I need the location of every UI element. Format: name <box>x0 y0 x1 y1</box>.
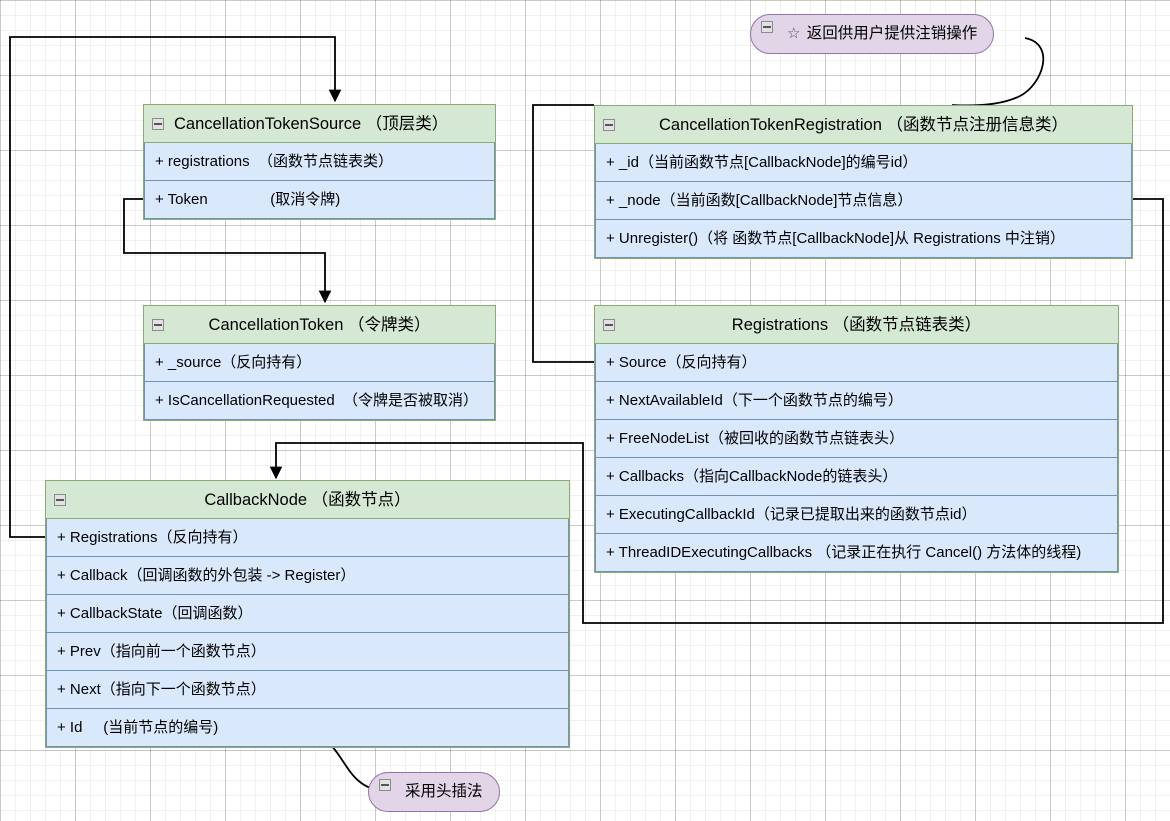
class-cancellation-token-registration[interactable]: CancellationTokenRegistration （函数节点注册信息类… <box>594 105 1133 259</box>
collapse-icon[interactable] <box>603 319 615 331</box>
edge-registration-to-registrations-source <box>532 104 594 363</box>
class-member-row[interactable]: + Prev（指向前一个函数节点） <box>46 633 569 671</box>
class-title-bar: CallbackNode （函数节点） <box>46 481 569 519</box>
class-member-row[interactable]: + _node（当前函数[CallbackNode]节点信息） <box>595 182 1132 220</box>
class-members: + registrations （函数节点链表类） + Token (取消令牌) <box>144 143 495 219</box>
class-member-row[interactable]: + _id（当前函数节点[CallbackNode]的编号id） <box>595 144 1132 182</box>
collapse-icon[interactable] <box>152 118 164 130</box>
class-member-row[interactable]: + Registrations（反向持有） <box>46 519 569 557</box>
class-member-row[interactable]: + CallbackState（回调函数） <box>46 595 569 633</box>
class-member-row[interactable]: + Token (取消令牌) <box>144 181 495 219</box>
class-title-bar: CancellationTokenSource （顶层类） <box>144 105 495 143</box>
class-title: Registrations （函数节点链表类） <box>731 316 982 334</box>
class-title: CallbackNode （函数节点） <box>204 491 411 509</box>
class-member-row[interactable]: + Callback（回调函数的外包装 -> Register） <box>46 557 569 595</box>
class-member-row[interactable]: + _source（反向持有） <box>144 344 495 382</box>
class-cancellation-token[interactable]: CancellationToken （令牌类） + _source（反向持有） … <box>143 305 496 421</box>
class-title-bar: CancellationToken （令牌类） <box>144 306 495 344</box>
class-member-row[interactable]: + Callbacks（指向CallbackNode的链表头） <box>595 458 1118 496</box>
collapse-icon[interactable] <box>761 21 773 33</box>
collapse-icon[interactable] <box>54 494 66 506</box>
class-callback-node[interactable]: CallbackNode （函数节点） + Registrations（反向持有… <box>45 480 570 748</box>
class-members: + _id（当前函数节点[CallbackNode]的编号id） + _node… <box>595 144 1132 258</box>
collapse-icon[interactable] <box>379 779 391 791</box>
class-title: CancellationTokenSource （顶层类） <box>174 115 449 133</box>
note-unregister[interactable]: ☆ 返回供用户提供注销操作 <box>750 14 995 54</box>
class-member-row[interactable]: + ExecutingCallbackId（记录已提取出来的函数节点id） <box>595 496 1118 534</box>
class-member-row[interactable]: + FreeNodeList（被回收的函数节点链表头） <box>595 420 1118 458</box>
class-member-row[interactable]: + registrations （函数节点链表类） <box>144 143 495 181</box>
class-cancellation-token-source[interactable]: CancellationTokenSource （顶层类） + registra… <box>143 104 496 220</box>
class-member-row[interactable]: + Source（反向持有） <box>595 344 1118 382</box>
note-text: 采用头插法 <box>405 783 483 800</box>
class-members: + _source（反向持有） + IsCancellationRequeste… <box>144 344 495 420</box>
class-members: + Registrations（反向持有） + Callback（回调函数的外包… <box>46 519 569 747</box>
class-member-row[interactable]: + ThreadIDExecutingCallbacks （记录正在执行 Can… <box>595 534 1118 572</box>
note-head-insert[interactable]: 采用头插法 <box>368 772 500 812</box>
class-member-row[interactable]: + NextAvailableId（下一个函数节点的编号） <box>595 382 1118 420</box>
class-title-bar: CancellationTokenRegistration （函数节点注册信息类… <box>595 106 1132 144</box>
class-title-bar: Registrations （函数节点链表类） <box>595 306 1118 344</box>
class-members: + Source（反向持有） + NextAvailableId（下一个函数节点… <box>595 344 1118 572</box>
class-title: CancellationTokenRegistration （函数节点注册信息类… <box>659 116 1068 134</box>
class-member-row[interactable]: + Id (当前节点的编号) <box>46 709 569 747</box>
note-text: 返回供用户提供注销操作 <box>806 25 978 42</box>
star-icon: ☆ <box>787 25 801 42</box>
collapse-icon[interactable] <box>152 319 164 331</box>
class-member-row[interactable]: + Next（指向下一个函数节点） <box>46 671 569 709</box>
class-registrations[interactable]: Registrations （函数节点链表类） + Source（反向持有） +… <box>594 305 1119 573</box>
collapse-icon[interactable] <box>603 119 615 131</box>
class-member-row[interactable]: + IsCancellationRequested （令牌是否被取消） <box>144 382 495 420</box>
class-title: CancellationToken （令牌类） <box>208 316 431 334</box>
class-member-row[interactable]: + Unregister()（将 函数节点[CallbackNode]从 Reg… <box>595 220 1132 258</box>
